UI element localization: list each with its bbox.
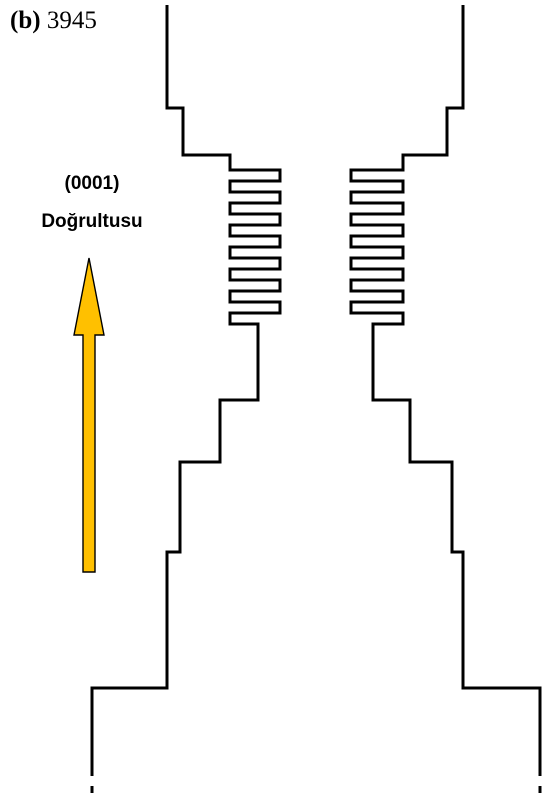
right-stepped-profile (349, 5, 542, 766)
panel-number: 3945 (46, 7, 97, 34)
direction-label-line2: Doğrultusu (41, 211, 143, 232)
left-stepped-profile (90, 5, 282, 766)
direction-label-line1: (0001) (64, 173, 120, 194)
panel-letter: (b) (10, 7, 41, 34)
panel-label: (b) 3945 (10, 4, 97, 38)
direction-arrow (73, 257, 105, 573)
